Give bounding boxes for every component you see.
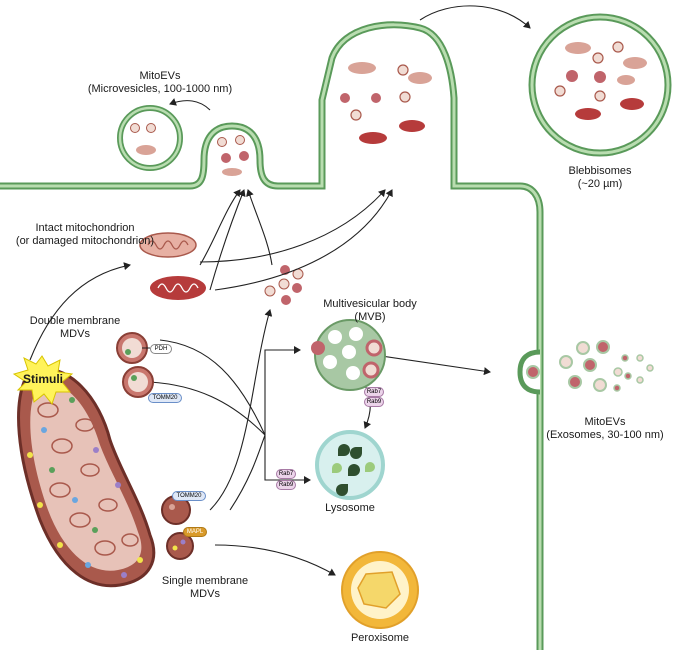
arrows: [29, 189, 491, 576]
arrow-to-blebbisome: [419, 5, 531, 29]
microvesicle-budding-contents: [217, 135, 249, 176]
large-mitochondrion: [17, 367, 156, 588]
label-intact-mitochondrion: Intact mitochondrion (or damaged mitocho…: [0, 222, 170, 248]
multivesicular-body: [311, 319, 386, 391]
label-double-line1: Double membrane: [29, 315, 121, 327]
label-single-line2: MDVs: [190, 588, 220, 600]
stimuli-burst: [12, 355, 74, 406]
blebbisome-vesicle: [528, 13, 672, 157]
label-single-membrane-mdvs: Single membrane MDVs: [150, 575, 260, 601]
label-stimuli: Stimuli: [22, 372, 63, 386]
label-blebbisomes-line1: Blebbisomes: [568, 165, 632, 177]
label-double-line2: MDVs: [60, 328, 90, 340]
tag-rab7-lysosome: Rab7: [276, 469, 296, 479]
label-intact-line2: (or damaged mitochondrion): [15, 235, 155, 247]
intact-mitochondrion: [139, 232, 197, 258]
label-blebbisomes-line2: (~20 µm): [577, 178, 623, 190]
tag-rab9-mvb: Rab9: [364, 397, 384, 407]
label-peroxisome: Peroxisome: [350, 632, 410, 644]
label-mitoevs-microvesicles: MitoEVs (Microvesicles, 100-1000 nm): [60, 70, 260, 96]
tag-tomm20-single: TOMM20: [172, 491, 206, 501]
label-mitoevs-micro-line1: MitoEVs: [139, 70, 181, 82]
peroxisome: [341, 551, 419, 629]
blebbisome-contents: [554, 41, 647, 120]
arrow-microvesicle-release: [169, 98, 211, 111]
label-mitoevs-exo-line2: (Exosomes, 30-100 nm): [546, 429, 664, 441]
tag-rab9-lysosome: Rab9: [276, 480, 296, 490]
mdv-cluster: [264, 265, 304, 305]
damaged-mitochondrion: [150, 276, 206, 300]
tag-pdh: PDH: [150, 344, 172, 354]
label-double-membrane-mdvs: Double membrane MDVs: [20, 315, 130, 341]
double-mdv-tomm20: [122, 366, 154, 398]
label-lysosome: Lysosome: [325, 502, 375, 514]
label-blebbisomes: Blebbisomes (~20 µm): [540, 165, 660, 191]
label-mvb-line1: Multivesicular body: [323, 298, 417, 310]
tag-tomm20-double: TOMM20: [148, 393, 182, 403]
label-mvb-line2: (MVB): [354, 311, 386, 323]
label-mitoevs-exo-line1: MitoEVs: [584, 416, 626, 428]
label-mitoevs-exosomes: MitoEVs (Exosomes, 30-100 nm): [540, 416, 670, 442]
label-intact-line1: Intact mitochondrion: [35, 222, 135, 234]
label-mitoevs-micro-line2: (Microvesicles, 100-1000 nm): [87, 83, 233, 95]
bleb-contents: [340, 62, 432, 144]
microvesicle-released: [117, 105, 183, 171]
exosomes-cluster: [526, 340, 654, 392]
lysosome: [315, 430, 385, 500]
label-mvb: Multivesicular body (MVB): [305, 298, 435, 324]
tag-mapl: MAPL: [183, 527, 207, 537]
label-single-line1: Single membrane: [161, 575, 249, 587]
single-mdv-mapl: [166, 532, 194, 560]
tag-rab7-mvb: Rab7: [364, 387, 384, 397]
